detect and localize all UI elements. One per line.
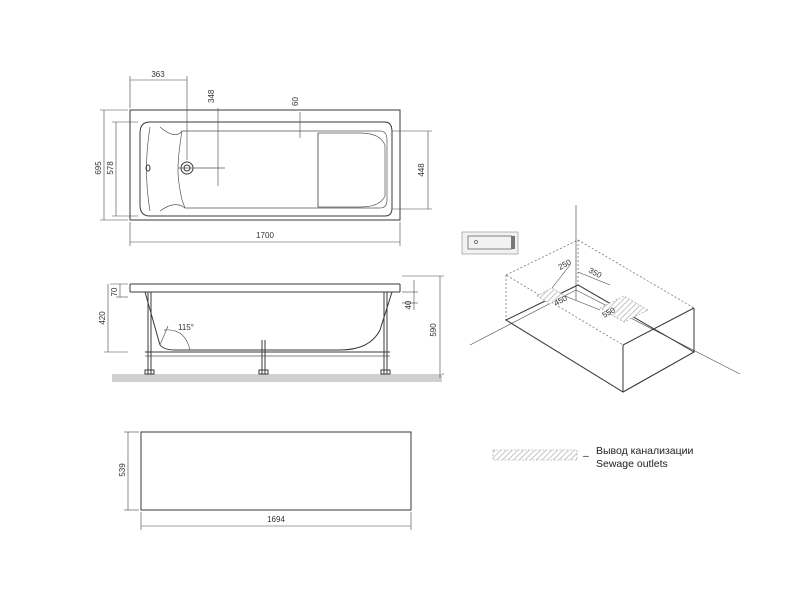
dim-length: 1700 <box>256 231 274 240</box>
angle-label: 115° <box>178 323 194 332</box>
iso-axis-right <box>575 289 741 375</box>
plan-overflow <box>145 164 151 172</box>
iso-dim-b: 350 <box>587 266 603 280</box>
side-basin-profile <box>144 291 393 351</box>
floor <box>112 374 442 382</box>
iso-view: 250 350 450 550 <box>461 205 741 393</box>
dim-head-width: 448 <box>417 163 426 177</box>
legend: – Вывод канализации Sewage outlets <box>492 445 693 470</box>
dim-rim-height: 70 <box>110 287 119 296</box>
dim-side: 40 <box>404 300 413 309</box>
iso-thumbnail <box>461 231 519 255</box>
dim-width-inner: 578 <box>106 161 115 175</box>
dim-total-height: 590 <box>429 323 438 337</box>
front-panel <box>140 431 412 511</box>
plan-foot-end <box>146 126 186 212</box>
front-panel-view: 539 1694 <box>118 431 412 530</box>
plan-view: 363 348 60 695 578 448 1700 <box>94 70 432 246</box>
plan-head-rest <box>317 132 386 208</box>
dim-rim: 60 <box>291 97 300 106</box>
dim-drain-offset: 363 <box>151 70 165 79</box>
dim-drain-line: 348 <box>207 89 216 103</box>
iso-block-front <box>622 351 695 393</box>
dim-width-outer: 695 <box>94 161 103 175</box>
iso-dim-a: 250 <box>557 257 573 271</box>
plan-basin-outline <box>139 121 393 217</box>
plan-outer-rim <box>129 109 401 221</box>
legend-label-en: Sewage outlets <box>596 458 668 470</box>
iso-block-top <box>504 284 696 393</box>
plan-basin-inner <box>177 130 388 209</box>
side-view: 115° 70 420 40 590 <box>98 275 444 382</box>
dim-panel-height: 539 <box>118 463 127 477</box>
legend-swatch <box>492 449 578 461</box>
legend-dash: – <box>583 450 589 462</box>
angle-arc <box>163 329 191 351</box>
dim-panel-length: 1694 <box>267 515 285 524</box>
legend-label-ru: Вывод канализации <box>596 445 693 457</box>
dim-depth: 420 <box>98 311 107 325</box>
sewage-outlet-2 <box>599 295 649 323</box>
